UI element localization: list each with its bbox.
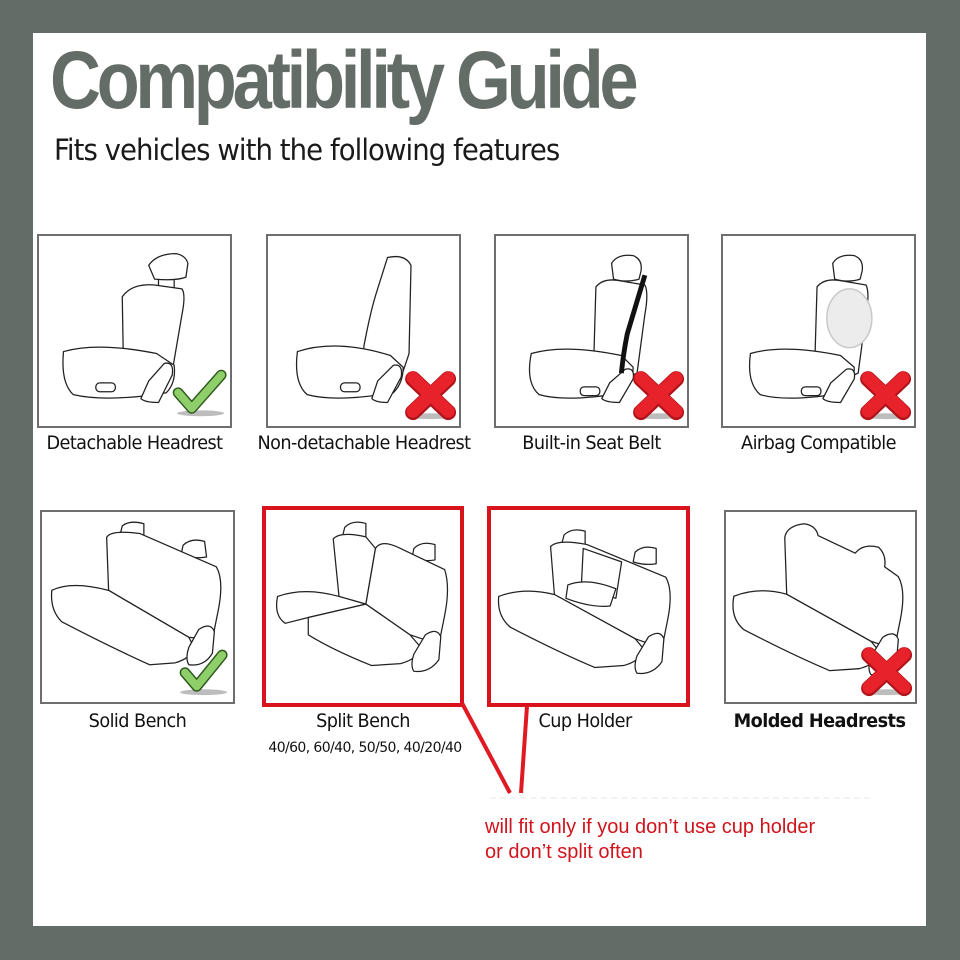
page-title: Compatibility Guide xyxy=(50,35,639,126)
feature-label: Split Bench xyxy=(316,710,410,732)
solid-bench-seat-illustration xyxy=(50,521,228,696)
feature-label: Cup Holder xyxy=(538,710,633,732)
cross-icon xyxy=(860,371,912,421)
divider xyxy=(490,797,870,799)
seat-belt-strap xyxy=(618,274,648,374)
feature-card-non-detachable-headrest xyxy=(266,234,461,428)
feature-card-solid-bench xyxy=(40,510,235,704)
feature-label: Detachable Headrest xyxy=(46,432,223,454)
check-icon xyxy=(172,369,227,417)
feature-label: Molded Headrests xyxy=(733,710,906,732)
compatibility-note: will fit only if you don’t use cup holde… xyxy=(485,815,815,865)
page-subtitle: Fits vehicles with the following feature… xyxy=(54,133,560,167)
split-bench-seat-illustration xyxy=(275,521,449,673)
bench-with-molded-headrests-illustration xyxy=(732,523,913,697)
feature-card-built-in-seat-belt xyxy=(494,234,689,428)
check-icon xyxy=(179,649,228,696)
feature-card-molded-headrests xyxy=(724,510,917,704)
airbag-shape xyxy=(826,288,873,349)
cross-icon xyxy=(633,371,685,421)
cross-icon xyxy=(861,647,913,697)
bucket-seat-fixed-headrest-illustration xyxy=(295,255,457,421)
cross-icon xyxy=(405,371,457,421)
feature-card-airbag-compatible xyxy=(721,234,916,428)
feature-label: Non-detachable Headrest xyxy=(257,432,471,454)
bucket-seat-with-belt-illustration xyxy=(528,254,685,421)
feature-label: Airbag Compatible xyxy=(741,432,896,454)
feature-card-split-bench xyxy=(262,506,464,707)
split-ratios-label: 40/60, 60/40, 50/50, 40/20/40 xyxy=(268,740,462,756)
feature-label: Built-in Seat Belt xyxy=(522,432,661,454)
note-line-1: will fit only if you don’t use cup holde… xyxy=(485,816,816,838)
feature-card-cup-holder xyxy=(487,506,690,707)
bench-with-cup-holder-illustration xyxy=(497,529,671,675)
bucket-seat-detachable-headrest-illustration xyxy=(62,252,227,417)
bucket-seat-with-airbag-illustration xyxy=(748,254,912,421)
feature-card-detachable-headrest xyxy=(37,234,232,428)
note-line-2: or don’t split often xyxy=(485,841,643,863)
feature-label: Solid Bench xyxy=(88,710,187,732)
